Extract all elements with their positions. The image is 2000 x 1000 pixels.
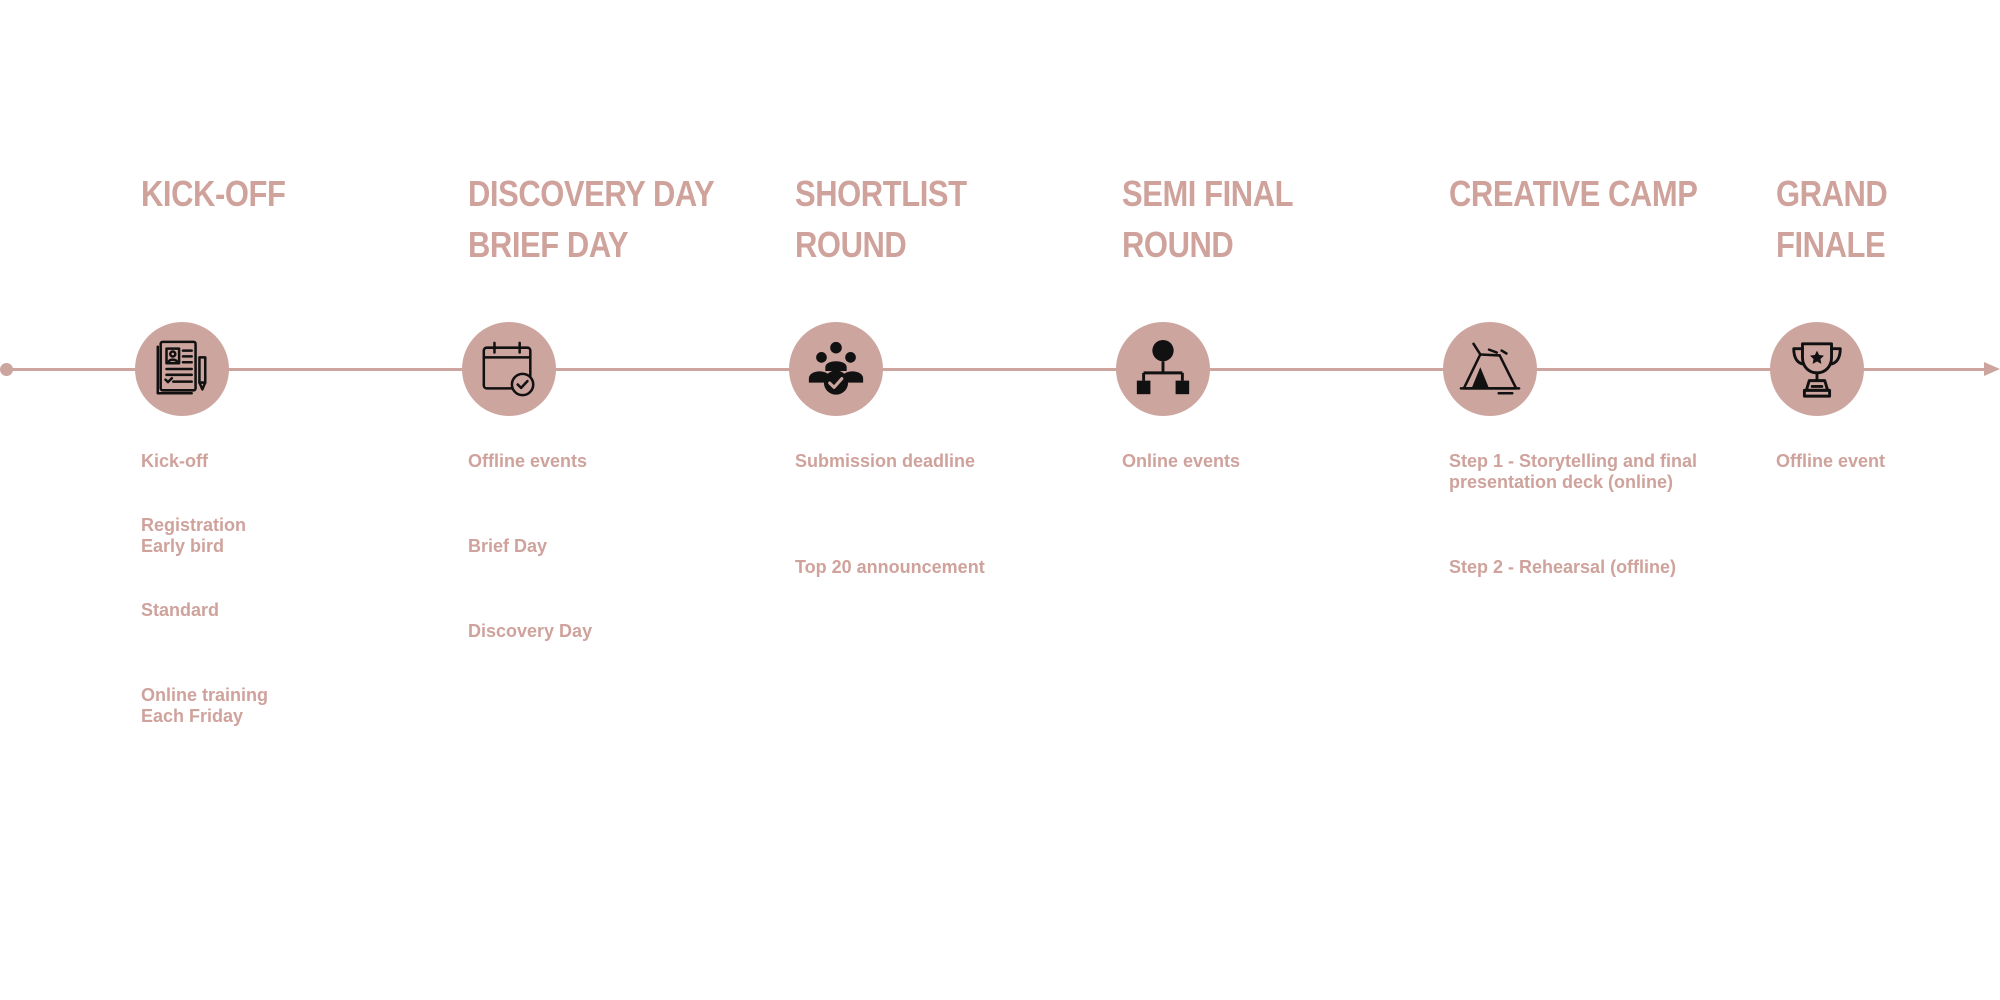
- stage-item: Offline event: [1776, 451, 1886, 471]
- stage-semi-final-round: SEMI FINAL ROUND Online events: [1116, 0, 1422, 1000]
- timeline-arrow-icon: [1984, 362, 2000, 376]
- stage-item: Online training Each Friday: [141, 685, 269, 726]
- stage-kick-off: KICK-OFF Kick-off Registration Early bir…: [135, 0, 441, 1000]
- stage-item: Step 2 - Rehearsal (offline): [1449, 557, 1677, 577]
- stage-title: GRAND FINALE: [1776, 173, 1888, 265]
- stage-node: [1443, 322, 1537, 416]
- hierarchy-icon: [1136, 339, 1190, 395]
- stage-item: Top 20 announcement: [795, 557, 985, 577]
- timeline-axis: [6, 368, 1986, 371]
- newspaper-icon: [156, 340, 207, 395]
- stage-item: Submission deadline: [795, 451, 976, 471]
- stage-item: Discovery Day: [468, 621, 593, 641]
- stage-title: KICK-OFF: [141, 173, 286, 214]
- stage-title: DISCOVERY DAY BRIEF DAY: [468, 173, 715, 265]
- tent-icon: [1459, 342, 1521, 395]
- stage-item: Brief Day: [468, 536, 548, 556]
- trophy-icon: [1792, 342, 1842, 398]
- stage-item: Standard: [141, 600, 220, 620]
- stage-item: Registration Early bird: [141, 515, 247, 556]
- team-check-icon: [808, 341, 864, 395]
- stage-title: SEMI FINAL ROUND: [1122, 173, 1294, 265]
- stage-item: Online events: [1122, 451, 1241, 471]
- stage-node: [789, 322, 883, 416]
- stage-grand-finale: GRAND FINALE Offline event: [1770, 0, 2000, 1000]
- stage-node: [1116, 322, 1210, 416]
- stage-item: Offline events: [468, 451, 588, 471]
- stage-shortlist-round: SHORTLIST ROUND Submission deadline Top …: [789, 0, 1095, 1000]
- stage-item: Step 1 - Storytelling and final presenta…: [1449, 451, 1698, 492]
- stage-node: [462, 322, 556, 416]
- stage-node: [1770, 322, 1864, 416]
- stage-title: SHORTLIST ROUND: [795, 173, 967, 265]
- calendar-check-icon: [482, 341, 535, 397]
- timeline-start-dot: [0, 363, 13, 376]
- stage-creative-camp: CREATIVE CAMP Step 1 - Storytelling and …: [1443, 0, 1749, 1000]
- stage-item: Kick-off: [141, 451, 208, 471]
- stage-discovery-brief-day: DISCOVERY DAY BRIEF DAY Offline events B…: [462, 0, 768, 1000]
- stage-title: CREATIVE CAMP: [1449, 173, 1698, 214]
- stage-node: [135, 322, 229, 416]
